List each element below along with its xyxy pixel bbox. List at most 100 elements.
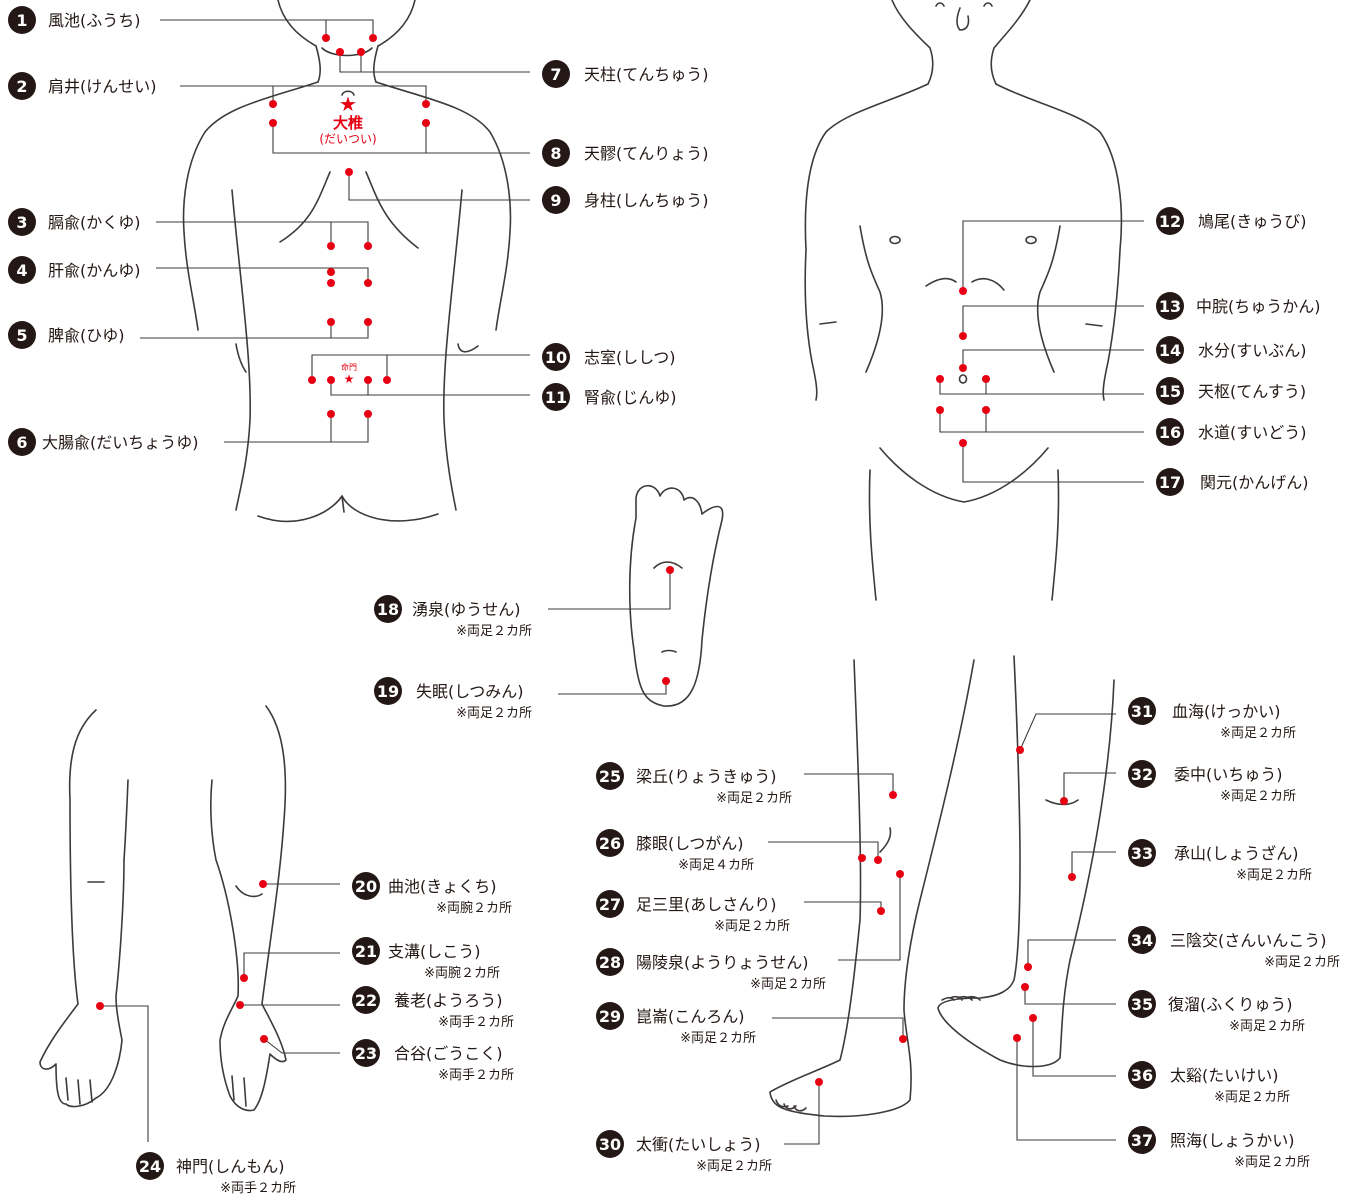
acupoint-name-5: 脾兪(ひゆ): [48, 326, 125, 345]
acupoint-name-31: 血海(けっかい): [1172, 702, 1281, 721]
acupoint-note-26: ※両足４カ所: [678, 858, 754, 873]
acupoint-name-37: 照海(しょうかい): [1170, 1131, 1295, 1150]
number-badge-text-6: 6: [16, 433, 27, 452]
number-badge-text-19: 19: [377, 682, 399, 701]
acupoint-name-17: 関元(かんげん): [1200, 473, 1309, 492]
acupoint-name-15: 天枢(てんすう): [1198, 382, 1306, 401]
number-badge-text-2: 2: [16, 77, 27, 96]
acupoint-dot-6-1: [327, 410, 335, 418]
leader-line-35: [1025, 987, 1116, 1004]
acupoint-name-36: 太谿(たいけい): [1170, 1066, 1279, 1085]
leader-line-28: [838, 874, 900, 960]
number-badge-text-13: 13: [1159, 297, 1181, 316]
acupoint-dot-16-2: [982, 406, 990, 414]
acupoint-dot-2-3: [269, 119, 277, 127]
acupoint-name-26: 膝眼(しつがん): [636, 834, 744, 853]
number-badge-text-21: 21: [355, 942, 377, 961]
arms: [40, 706, 286, 1110]
acupoint-note-29: ※両足２カ所: [680, 1031, 756, 1046]
back-figure: [184, 0, 511, 521]
acupoint-dot-5-2: [364, 318, 372, 326]
number-badge-text-32: 32: [1131, 765, 1153, 784]
number-badge-text-10: 10: [545, 348, 567, 367]
legs: [770, 656, 1114, 1116]
leader-line-7: [340, 52, 530, 72]
acupoint-dot-12-1: [959, 287, 967, 295]
acupoint-dot-18-1: [666, 566, 674, 574]
acupoint-name-3: 膈兪(かくゆ): [48, 213, 141, 232]
number-badge-text-24: 24: [139, 1157, 161, 1176]
acupoint-dot-25-1: [889, 791, 897, 799]
taitsui-reading: (だいつい): [319, 132, 376, 146]
leader-line-29: [772, 1018, 903, 1039]
acupoint-dot-2-2: [422, 100, 430, 108]
number-badge-text-27: 27: [599, 895, 621, 914]
acupoint-name-22: 養老(ようろう): [394, 991, 503, 1010]
number-badge-text-4: 4: [16, 261, 27, 280]
leader-lines: [100, 20, 1144, 1144]
number-badge-text-8: 8: [550, 144, 561, 163]
acupoint-name-6: 大腸兪(だいちょうゆ): [42, 433, 199, 452]
acupoint-name-28: 陽陵泉(ようりょうせん): [636, 953, 809, 972]
acupoint-dot-16-1: [936, 406, 944, 414]
leader-line-23: [264, 1039, 340, 1053]
acupoint-dot-4-2: [364, 279, 372, 287]
acupoint-dot-32-1: [1060, 797, 1068, 805]
acupoint-dot-5-1: [327, 318, 335, 326]
acupoint-name-7: 天柱(てんちゅう): [584, 65, 709, 84]
acupoint-dot-4-1: [327, 268, 335, 276]
acupoint-dot-14-1: [959, 364, 967, 372]
acupoint-dot-15-1: [936, 375, 944, 383]
number-badge-text-1: 1: [16, 11, 27, 30]
leader-line-3: [156, 222, 368, 246]
acupoint-dot-22-1: [236, 1001, 244, 1009]
acupoint-note-30: ※両足２カ所: [696, 1159, 772, 1174]
number-badge-text-7: 7: [550, 65, 561, 84]
acupoint-dot-3-2: [364, 242, 372, 250]
number-badge-text-9: 9: [550, 191, 561, 210]
acupoint-name-20: 曲池(きょくち): [388, 877, 497, 896]
leader-line-16: [940, 410, 1144, 432]
leader-line-13: [963, 306, 1144, 336]
acupoint-note-34: ※両足２カ所: [1264, 955, 1340, 970]
acupoint-name-23: 合谷(ごうこく): [394, 1044, 503, 1063]
acupoint-name-33: 承山(しょうざん): [1174, 844, 1299, 863]
acupoint-name-11: 腎兪(じんゆ): [584, 388, 677, 407]
leader-line-15: [940, 379, 1144, 394]
acupoint-name-35: 復溜(ふくりゅう): [1168, 995, 1293, 1014]
acupoint-name-21: 支溝(しこう): [388, 942, 481, 961]
acupoint-dot-26-2: [874, 856, 882, 864]
acupoint-note-24: ※両手２カ所: [220, 1181, 296, 1196]
acupoint-dot-1-2: [369, 34, 377, 42]
star-icon: ★: [344, 372, 355, 386]
acupoint-dot-26-1: [858, 854, 866, 862]
acupoint-name-2: 肩井(けんせい): [48, 77, 157, 96]
number-badge-text-31: 31: [1131, 702, 1153, 721]
number-badge-text-14: 14: [1159, 341, 1181, 360]
acupoint-dot-10-1: [308, 376, 316, 384]
number-badge-text-34: 34: [1131, 931, 1153, 950]
number-badge-text-30: 30: [599, 1135, 621, 1154]
acupoint-name-1: 風池(ふうち): [48, 11, 141, 30]
leader-line-1: [160, 20, 373, 38]
acupoint-dot-2-1: [269, 100, 277, 108]
acupoint-dot-23-1: [260, 1035, 268, 1043]
number-badge-text-11: 11: [545, 388, 567, 407]
number-badge-text-18: 18: [377, 600, 399, 619]
leader-line-14: [963, 350, 1144, 368]
acupoint-name-19: 失眠(しつみん): [416, 682, 524, 701]
meimon-marker: 命門 ★: [341, 362, 357, 386]
foot-sole: [630, 486, 723, 706]
taitsui-name: 大椎: [333, 114, 363, 132]
acupoint-name-4: 肝兪(かんゆ): [48, 261, 141, 280]
leader-line-19: [558, 681, 666, 694]
acupoint-dot-4-3: [327, 279, 335, 287]
acupoint-note-18: ※両足２カ所: [456, 624, 532, 639]
acupoint-note-37: ※両足２カ所: [1234, 1155, 1310, 1170]
number-badge-text-20: 20: [355, 877, 377, 896]
number-badge-text-17: 17: [1159, 473, 1181, 492]
acupoint-dot-7-1: [336, 48, 344, 56]
acupoint-dot-17-1: [959, 439, 967, 447]
leader-line-32: [1064, 773, 1116, 801]
